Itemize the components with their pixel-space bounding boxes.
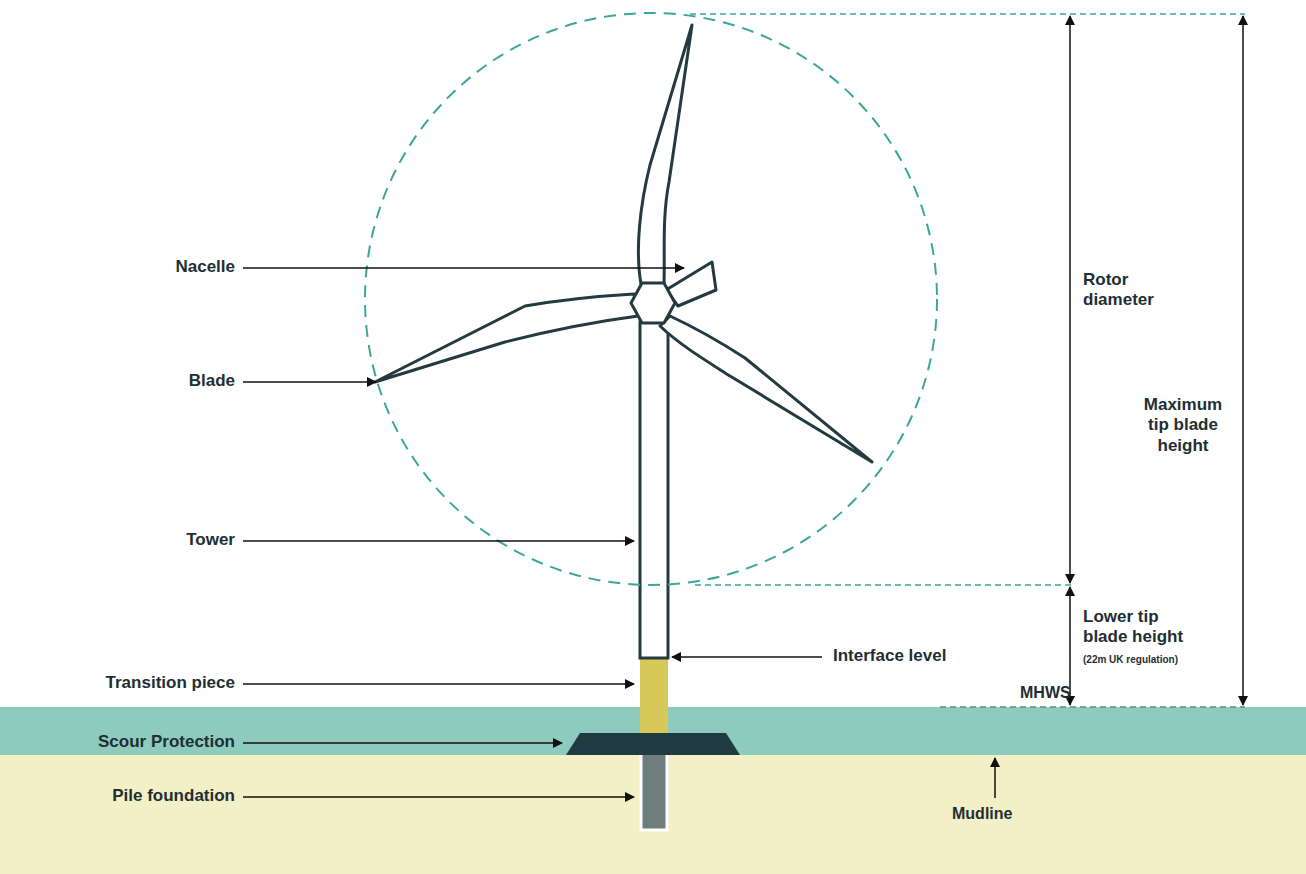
- dimension-label: Lower tip blade height: [1083, 607, 1195, 648]
- dimension-line: [1242, 16, 1244, 705]
- leader-line: [243, 683, 634, 685]
- note-label: (22m UK regulation): [1083, 654, 1233, 666]
- blade: [638, 25, 692, 284]
- part-label: Pile foundation: [35, 786, 235, 806]
- leader-line: [994, 758, 996, 798]
- top-dashed-line: [690, 13, 1245, 15]
- dimension-label: Rotor diameter: [1083, 270, 1173, 311]
- leader-line: [243, 742, 562, 744]
- leader-line: [243, 540, 634, 542]
- leader-line: [243, 796, 634, 798]
- transition-piece: [640, 658, 668, 733]
- hub: [631, 283, 675, 323]
- dimension-label: Maximum tip blade height: [1133, 395, 1233, 456]
- pile-foundation: [641, 752, 667, 830]
- leader-line: [672, 656, 822, 658]
- tower: [640, 322, 668, 658]
- level-label: MHWS: [1020, 683, 1100, 702]
- part-label: Scour Protection: [35, 732, 235, 752]
- blade: [660, 316, 872, 462]
- part-label: Transition piece: [35, 673, 235, 693]
- level-label: Mudline: [952, 804, 1052, 823]
- blade: [375, 294, 638, 382]
- leader-line: [243, 267, 684, 269]
- part-label: Blade: [35, 371, 235, 391]
- rotor-circle: [365, 13, 937, 585]
- scour-protection: [566, 733, 740, 755]
- lower-tip-dashed-line: [695, 584, 1075, 586]
- mhws-line: [940, 706, 1245, 708]
- dimension-line: [1069, 16, 1071, 583]
- part-label: Tower: [35, 530, 235, 550]
- leader-line: [243, 381, 376, 383]
- part-label: Interface level: [833, 646, 1033, 666]
- part-label: Nacelle: [35, 257, 235, 277]
